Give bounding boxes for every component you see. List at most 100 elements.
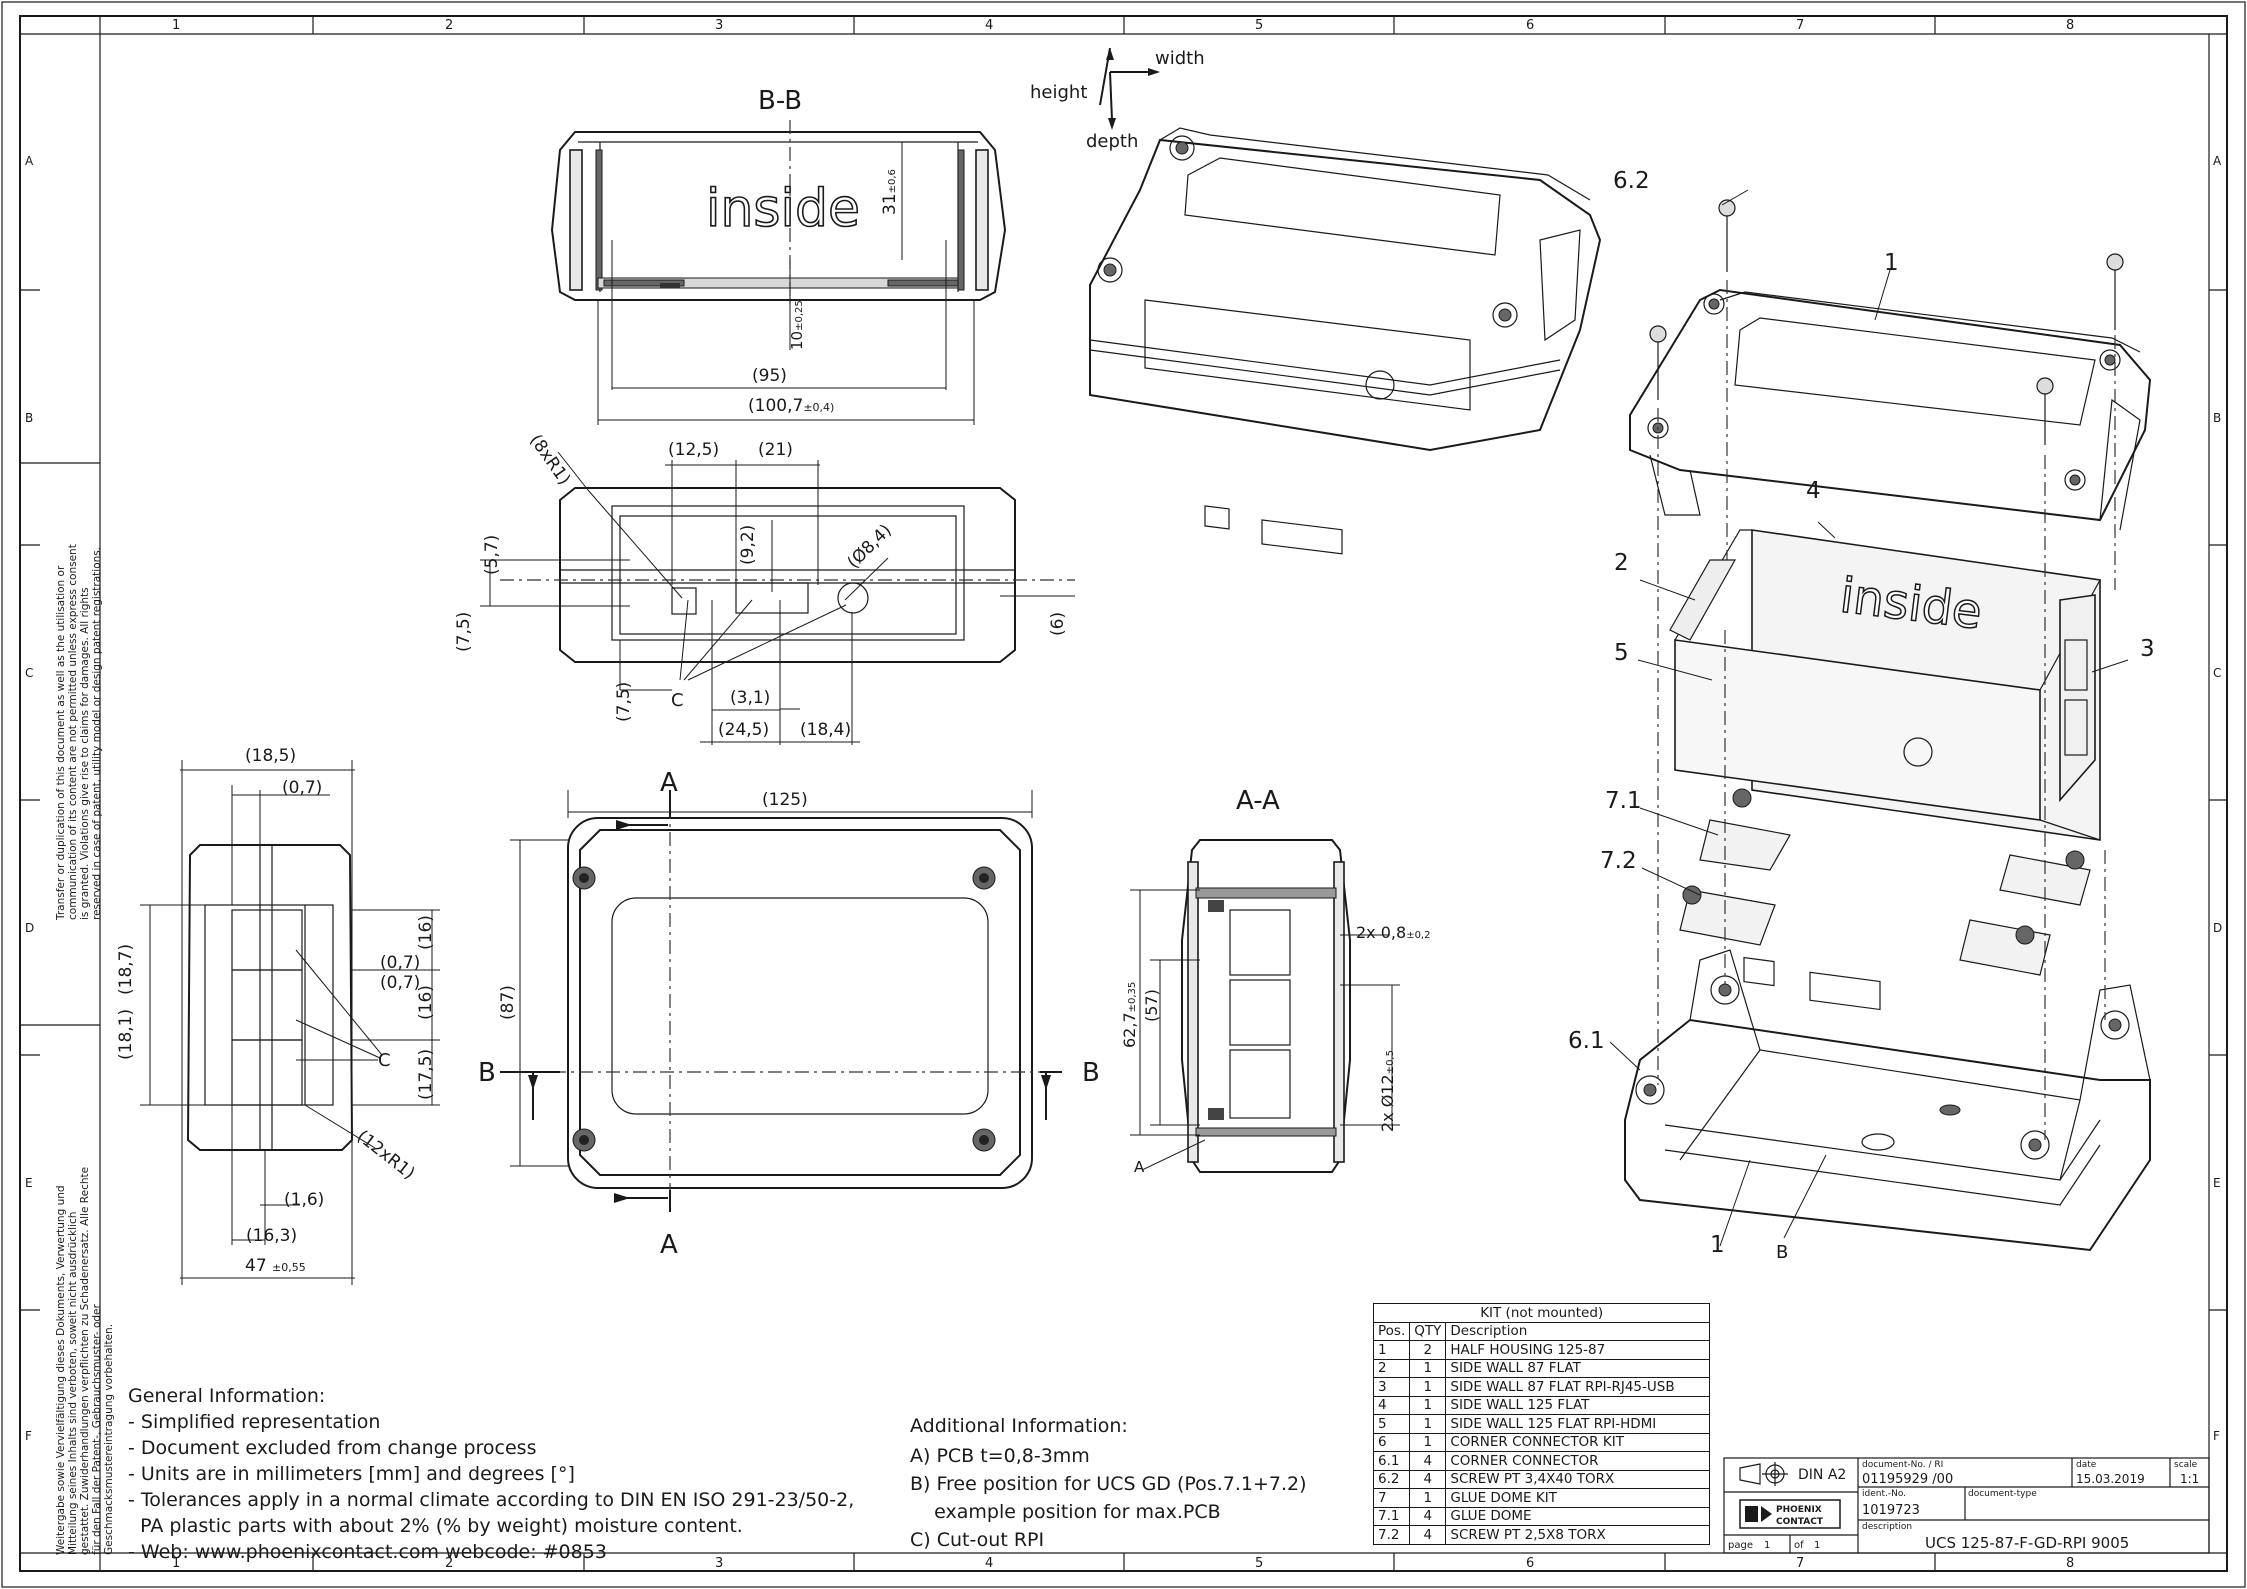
title-of: 1 (1814, 1540, 1821, 1551)
dim-front-18-4: (18,4) (800, 720, 852, 740)
column-label-7-bottom: 7 (1796, 1556, 1805, 1571)
dim-side-16a: (16) (416, 915, 436, 950)
side-note-upper: Transfer or duplication of this document… (55, 540, 103, 920)
kit-desc: SIDE WALL 125 FLAT (1445, 1395, 1711, 1415)
column-label-5-bottom: 5 (1255, 1556, 1264, 1571)
kit-pos: 6.2 (1372, 1469, 1411, 1489)
svg-text:CONTACT: CONTACT (1776, 1517, 1824, 1527)
kit-desc: GLUE DOME (1445, 1506, 1711, 1526)
dim-side-47-value: 47 (245, 1256, 267, 1276)
dim-bb-height: 31±0,6 (880, 169, 900, 215)
kit-desc: SCREW PT 2,5X8 TORX (1445, 1525, 1711, 1545)
kit-qty: 4 (1409, 1506, 1447, 1526)
dim-side-0-7c: (0,7) (380, 973, 421, 993)
kit-header-qty: QTY (1409, 1321, 1447, 1341)
dim-front-c: C (671, 690, 684, 711)
general-line: PA plastic parts with about 2% (% by wei… (128, 1515, 743, 1537)
dim-bb-height-tol: ±0,6 (887, 169, 898, 194)
kit-qty: 1 (1409, 1414, 1447, 1434)
column-label-2: 2 (445, 18, 454, 33)
dim-aa-12-tol: ±0,5 (1385, 1050, 1396, 1075)
dim-bb-100-7-value: (100,7 (748, 396, 804, 416)
axis-width-label: width (1155, 48, 1205, 69)
general-line: - Web: www.phoenixcontact.com webcode: #… (128, 1541, 607, 1563)
dim-aa-0-8-value: 2x 0,8 (1356, 923, 1407, 942)
column-label-3: 3 (715, 18, 724, 33)
title-scale-label: scale (2174, 1460, 2198, 1470)
dim-aa-62-7-tol: ±0,35 (1127, 981, 1138, 1013)
dim-top-125: (125) (762, 790, 808, 810)
section-b-marker-right: B (1082, 1058, 1100, 1088)
dim-front-9-2: (9,2) (738, 524, 758, 565)
kit-pos: 7 (1372, 1488, 1411, 1508)
dim-bb-base: 10±0,25 (788, 300, 806, 350)
column-label-4-bottom: 4 (985, 1556, 994, 1571)
dim-front-7-5b: (7,5) (614, 681, 634, 722)
dim-front-24-5: (24,5) (718, 720, 770, 740)
additional-line: C) Cut-out RPI (910, 1529, 1045, 1551)
row-label-d-right: D (2213, 921, 2223, 935)
kit-qty: 1 (1409, 1358, 1447, 1378)
title-docno-label: document-No. / RI (1862, 1460, 1944, 1470)
kit-qty: 1 (1409, 1377, 1447, 1397)
column-label-4: 4 (985, 18, 994, 33)
dim-aa-12-value: 2x Ø12 (1378, 1074, 1397, 1132)
title-desc-label: description (1862, 1522, 1913, 1532)
title-date-label: date (2076, 1460, 2097, 1470)
projection-symbol-icon (1739, 1462, 1788, 1486)
dim-side-18-5: (18,5) (245, 746, 297, 766)
dim-top-87: (87) (498, 985, 518, 1020)
dim-bb-base-value: 10 (788, 330, 806, 350)
additional-information: Additional Information: A) PCB t=0,8-3mm… (910, 1412, 1307, 1554)
dim-aa-62-7-value: 62,7 (1120, 1012, 1139, 1048)
dim-front-5-7: (5,7) (482, 534, 502, 575)
row-label-d: D (25, 921, 35, 935)
callout-7-2: 7.2 (1600, 848, 1637, 874)
kit-pos: 6 (1372, 1432, 1411, 1452)
axis-height-label: height (1030, 82, 1088, 103)
callout-2: 2 (1614, 550, 1629, 576)
side-note-upper-text: Transfer or duplication of this document… (55, 544, 103, 920)
dim-side-47: 47 ±0,55 (245, 1258, 306, 1275)
row-label-b-right: B (2213, 411, 2222, 425)
column-label-7: 7 (1796, 18, 1805, 33)
kit-pos: 3 (1372, 1377, 1411, 1397)
kit-desc: GLUE DOME KIT (1445, 1488, 1711, 1508)
dim-aa-57: (57) (1142, 989, 1161, 1022)
phoenix-contact-logo: PHOENIX CONTACT (1739, 1499, 1841, 1529)
callout-b: B (1776, 1242, 1789, 1263)
additional-line: B) Free position for UCS GD (Pos.7.1+7.2… (910, 1473, 1307, 1495)
kit-header-description: Description (1445, 1321, 1711, 1341)
general-line: - Document excluded from change process (128, 1437, 537, 1459)
kit-desc: SIDE WALL 87 FLAT RPI-RJ45-USB (1445, 1377, 1711, 1397)
kit-qty: 1 (1409, 1395, 1447, 1415)
kit-qty: 1 (1409, 1432, 1447, 1452)
column-label-5: 5 (1255, 18, 1264, 33)
kit-pos: 4 (1372, 1395, 1411, 1415)
general-information: General Information: - Simplified repres… (128, 1383, 854, 1565)
dim-side-1-6: (1,6) (284, 1190, 325, 1210)
callout-6-1: 6.1 (1568, 1028, 1605, 1054)
side-note-lower-text: Weitergabe sowie Vervielfältigung dieses… (55, 1166, 115, 1555)
kit-desc: CORNER CONNECTOR (1445, 1451, 1711, 1471)
column-label-1: 1 (172, 18, 181, 33)
side-view (140, 760, 440, 1285)
kit-table-header: Pos. QTY Description (1372, 1321, 1711, 1341)
dim-bb-95: (95) (752, 366, 787, 386)
dim-bb-100-7-tol: ±0,4) (803, 401, 835, 414)
title-ident-label: ident.-No. (1862, 1489, 1907, 1499)
column-label-8-bottom: 8 (2066, 1556, 2075, 1571)
kit-desc: SIDE WALL 87 FLAT (1445, 1358, 1711, 1378)
dim-side-47-tol: ±0,55 (272, 1261, 306, 1274)
section-b-marker-left: B (478, 1058, 496, 1088)
kit-desc: CORNER CONNECTOR KIT (1445, 1432, 1711, 1452)
kit-pos: 2 (1372, 1358, 1411, 1378)
general-line: - Units are in millimeters [mm] and degr… (128, 1463, 575, 1485)
section-a-marker-bottom: A (660, 1230, 678, 1260)
dim-side-16-3: (16,3) (246, 1226, 298, 1246)
